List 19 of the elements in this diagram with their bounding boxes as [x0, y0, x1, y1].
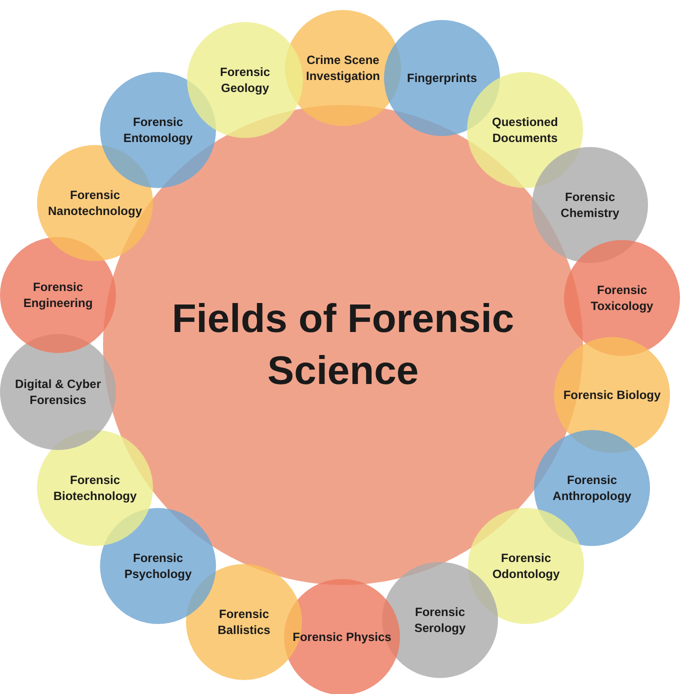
central-label: Fields of Forensic Science — [170, 296, 516, 395]
field-label: Forensic Serology — [413, 604, 467, 636]
field-label: Digital & Cyber Forensics — [14, 376, 102, 408]
field-label: Forensic Toxicology — [590, 282, 654, 314]
field-label: Forensic Biology — [563, 386, 661, 404]
field-label: Forensic Ballistics — [216, 606, 272, 638]
field-label: Forensic Engineering — [22, 278, 94, 312]
field-label: Forensic Geology — [218, 64, 271, 96]
field-label: Questioned Documents — [490, 114, 559, 146]
field-label: Forensic Physics — [292, 628, 392, 646]
field-label: Crime Scene Investigation — [304, 52, 381, 84]
field-label: Forensic Odontology — [491, 550, 561, 582]
field-label: Forensic Chemistry — [560, 188, 620, 222]
field-label: Forensic Psychology — [123, 550, 193, 582]
field-label: Forensic Entomology — [122, 114, 194, 146]
field-label: Forensic Nanotechnology — [46, 186, 143, 220]
field-label: Forensic Anthropology — [552, 472, 632, 504]
field-label: Forensic Biotechnology — [52, 472, 138, 504]
field-label: Fingerprints — [406, 70, 477, 86]
